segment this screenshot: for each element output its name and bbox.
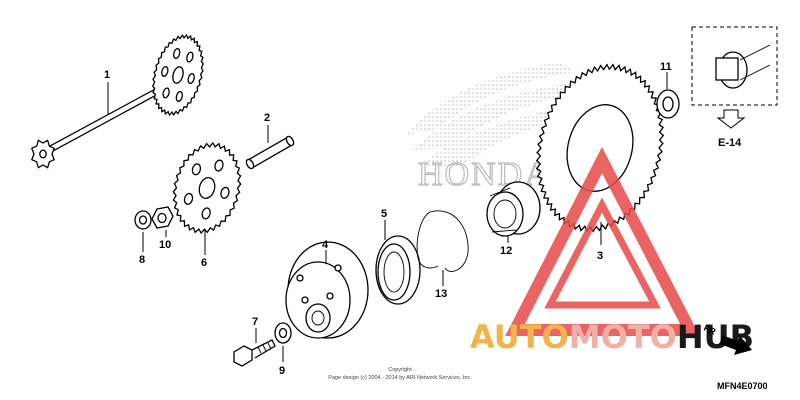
part-8-washer (134, 210, 152, 230)
copyright-block: Copyright Page design (c) 2004 - 2014 by… (328, 367, 472, 381)
label-6: 6 (201, 257, 207, 269)
part-5-sprag-clutch (375, 235, 421, 305)
gear-hole (183, 192, 194, 205)
part-12-needle-bearing (486, 181, 541, 237)
label-5: 5 (381, 208, 387, 220)
part-10-nut (151, 206, 174, 229)
part-1-large-sprocket (151, 33, 205, 117)
label-3: 3 (597, 250, 603, 262)
gear-hole (220, 186, 230, 199)
watermark-auto: AUTO (470, 318, 569, 356)
diagram-code: MFN4E0700 (717, 381, 768, 391)
copyright-line-2: Page design (c) 2004 - 2014 by ARI Netwo… (328, 375, 472, 381)
label-13: 13 (435, 288, 447, 300)
gear-hole (162, 87, 170, 99)
label-11: 11 (660, 61, 672, 73)
label-7: 7 (252, 316, 258, 328)
part-13-snap-ring (416, 210, 469, 272)
part-6-gear (172, 141, 242, 235)
gear-hole (214, 159, 224, 172)
gear-hub (172, 66, 184, 84)
gear-hole (186, 51, 194, 63)
callout-labels: 1 2 3 4 5 6 7 8 9 10 11 12 13 (104, 61, 672, 377)
gear-hole (201, 207, 211, 220)
reference-label: E-14 (718, 137, 742, 149)
part-3-starter-driven-gear (535, 63, 665, 233)
gear-hole (172, 48, 181, 60)
part-2-pin (245, 135, 295, 170)
svg-text:AUTOMOTOHUB: AUTOMOTOHUB (470, 318, 754, 356)
leader-lines (107, 72, 668, 362)
front-direction-arrow: FR (702, 323, 752, 355)
label-1: 1 (104, 69, 110, 81)
part-7-bolt (233, 339, 276, 367)
part-1-shaft (30, 33, 205, 169)
gear-hole (191, 163, 202, 176)
down-arrow-icon (716, 109, 746, 129)
watermark-moto: MOTO (569, 318, 677, 356)
label-12: 12 (500, 245, 512, 257)
fr-label: FR (702, 323, 718, 337)
part-1-small-gear (30, 139, 56, 169)
gear-hole (161, 65, 169, 77)
gear-hub (198, 177, 216, 199)
watermark-text: AUTOMOTOHUB (470, 318, 754, 356)
label-10: 10 (159, 239, 171, 251)
arrow-icon (720, 335, 752, 355)
gear-hole (175, 90, 184, 102)
gear-hub (39, 149, 47, 159)
gear-hole (187, 73, 195, 85)
label-9: 9 (279, 365, 285, 377)
watermark-triangle (505, 146, 700, 336)
part-4-clutch-outer (285, 241, 369, 339)
reference-inset: E-14 (691, 26, 778, 149)
label-4: 4 (322, 239, 329, 251)
part-9-washer (274, 322, 292, 344)
label-2: 2 (264, 112, 270, 124)
label-8: 8 (139, 254, 145, 266)
copyright-line-1: Copyright (388, 367, 412, 373)
part-11-washer (656, 89, 680, 119)
